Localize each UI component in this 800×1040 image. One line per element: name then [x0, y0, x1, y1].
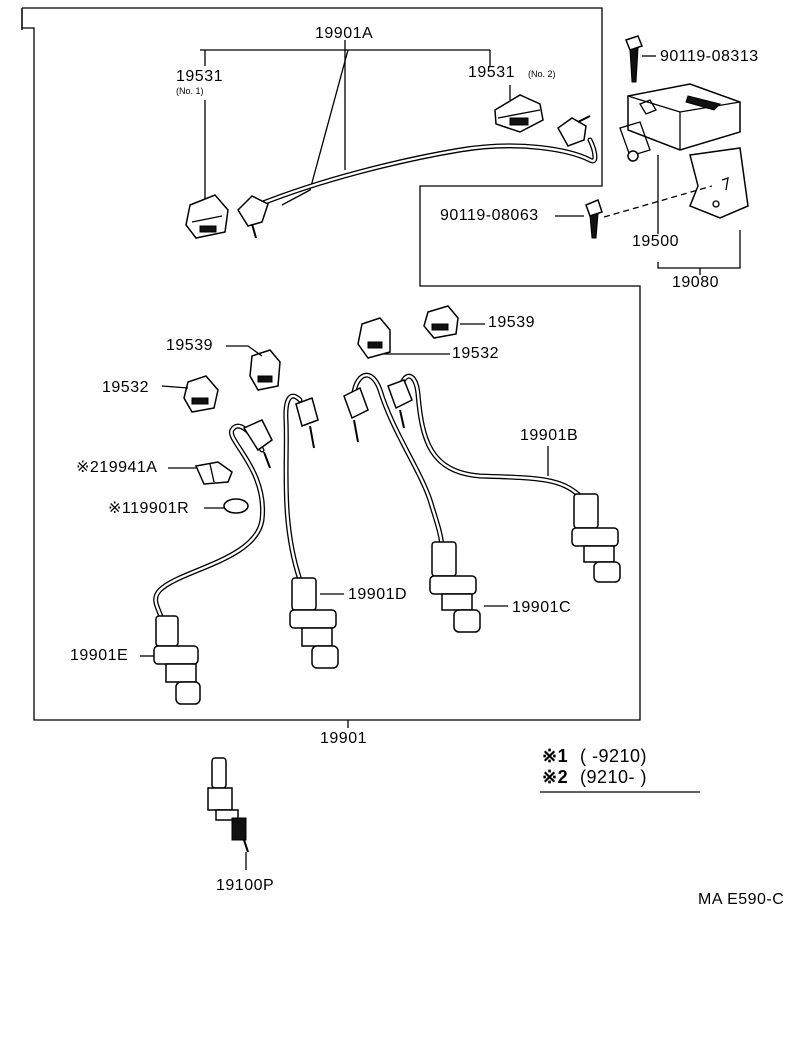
- label-19901B: 19901B: [520, 427, 579, 444]
- label-90119-08063: 90119-08063: [440, 207, 539, 224]
- plug-19901E: [242, 419, 273, 469]
- part-19901R: [223, 498, 249, 514]
- sensor-19901D: [289, 577, 339, 669]
- sensor-19901E: [153, 615, 201, 705]
- legend-line-1-text: ( -9210): [580, 746, 648, 766]
- label-19539-left: 19539: [166, 337, 213, 354]
- legend-line-2-text: (9210- ): [580, 767, 648, 787]
- connector-19531-no1: [185, 194, 229, 239]
- label-19100P: 19100P: [216, 877, 275, 894]
- label-19080: 19080: [672, 274, 719, 291]
- connector-19539-right: [423, 305, 459, 339]
- plug-19901B: [387, 379, 413, 429]
- label-19901: 19901: [320, 730, 367, 747]
- legend-line-2-mark: ※2: [542, 767, 569, 787]
- wire-19901A: [255, 137, 598, 208]
- label-19531-no2-sub: (No. 2): [528, 69, 556, 79]
- bolt-90119-08313: [625, 35, 656, 83]
- screw-90119-08063: [555, 198, 603, 239]
- sensor-19901C: [429, 541, 481, 633]
- plug-19901A-left: [237, 195, 269, 239]
- label-19901A: 19901A: [315, 25, 374, 42]
- label-19901D: 19901D: [348, 586, 408, 603]
- part-19941A: [194, 461, 233, 485]
- label-19531-no2: 19531: [468, 64, 515, 81]
- label-19531-no1-sub: (No. 1): [176, 86, 204, 96]
- spark-plug-19100P: [207, 757, 249, 853]
- label-19901E: 19901E: [70, 647, 129, 664]
- figure-code: MA E590-C: [698, 891, 785, 908]
- label-19531-no1: 19531: [176, 68, 223, 85]
- connector-19539-left: [249, 349, 281, 391]
- label-19901R: ※119901R: [108, 500, 190, 517]
- label-19500: 19500: [632, 233, 679, 250]
- bracket-19080: [689, 147, 749, 219]
- connector-19532-right: [357, 317, 391, 359]
- legend-line-1-mark: ※1: [542, 746, 569, 766]
- connector-19531-no2: [494, 94, 544, 133]
- connector-19532-left: [183, 375, 219, 413]
- module-19500: [619, 83, 741, 162]
- label-19532-left: 19532: [102, 379, 149, 396]
- group-box-19901A: [21, 7, 641, 721]
- label-19539-right: 19539: [488, 314, 535, 331]
- sensor-19901B: [571, 493, 621, 583]
- label-19901C: 19901C: [512, 599, 572, 616]
- plug-19901D: [295, 397, 319, 449]
- label-90119-08313: 90119-08313: [660, 48, 759, 65]
- label-19532-right: 19532: [452, 345, 499, 362]
- label-19941A: ※219941A: [76, 459, 158, 476]
- plug-19901C: [343, 386, 369, 443]
- plug-19901A-right: [557, 115, 591, 147]
